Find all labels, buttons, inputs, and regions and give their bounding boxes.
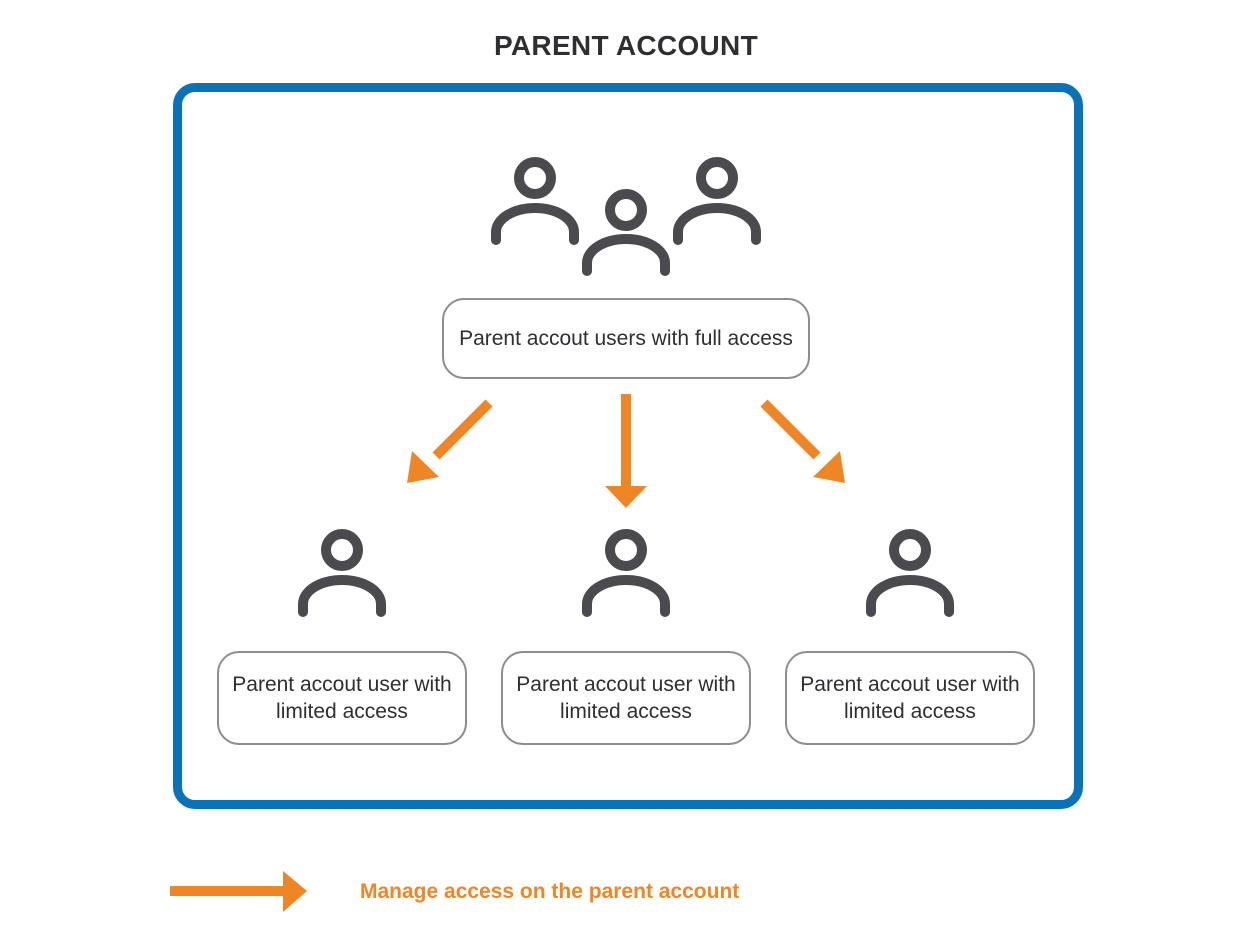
user-icon (673, 157, 761, 245)
limited-access-box: Parent accout user with limited access (217, 651, 467, 745)
arrow-icon (407, 399, 493, 483)
limited-access-label: Parent accout user with limited access (516, 673, 736, 723)
arrow-icon (605, 394, 647, 508)
diagram-title: PARENT ACCOUNT (494, 30, 758, 61)
arrow-icon (760, 399, 845, 483)
full-access-label: Parent accout users with full access (459, 327, 793, 350)
parent-account-frame (173, 83, 1083, 809)
legend-arrow-icon (170, 871, 307, 912)
user-icon (582, 189, 670, 276)
user-icon (582, 529, 670, 617)
full-access-box: Parent accout users with full access (442, 298, 810, 379)
limited-access-label: Parent accout user with limited access (800, 673, 1020, 723)
limited-access-box: Parent accout user with limited access (501, 651, 751, 745)
user-icon (491, 157, 579, 245)
legend-label: Manage access on the parent account (360, 880, 740, 903)
limited-access-label: Parent accout user with limited access (232, 673, 452, 723)
user-icon (866, 529, 954, 617)
user-icon (298, 529, 386, 617)
user-group-icon (491, 157, 761, 276)
limited-access-box: Parent accout user with limited access (785, 651, 1035, 745)
